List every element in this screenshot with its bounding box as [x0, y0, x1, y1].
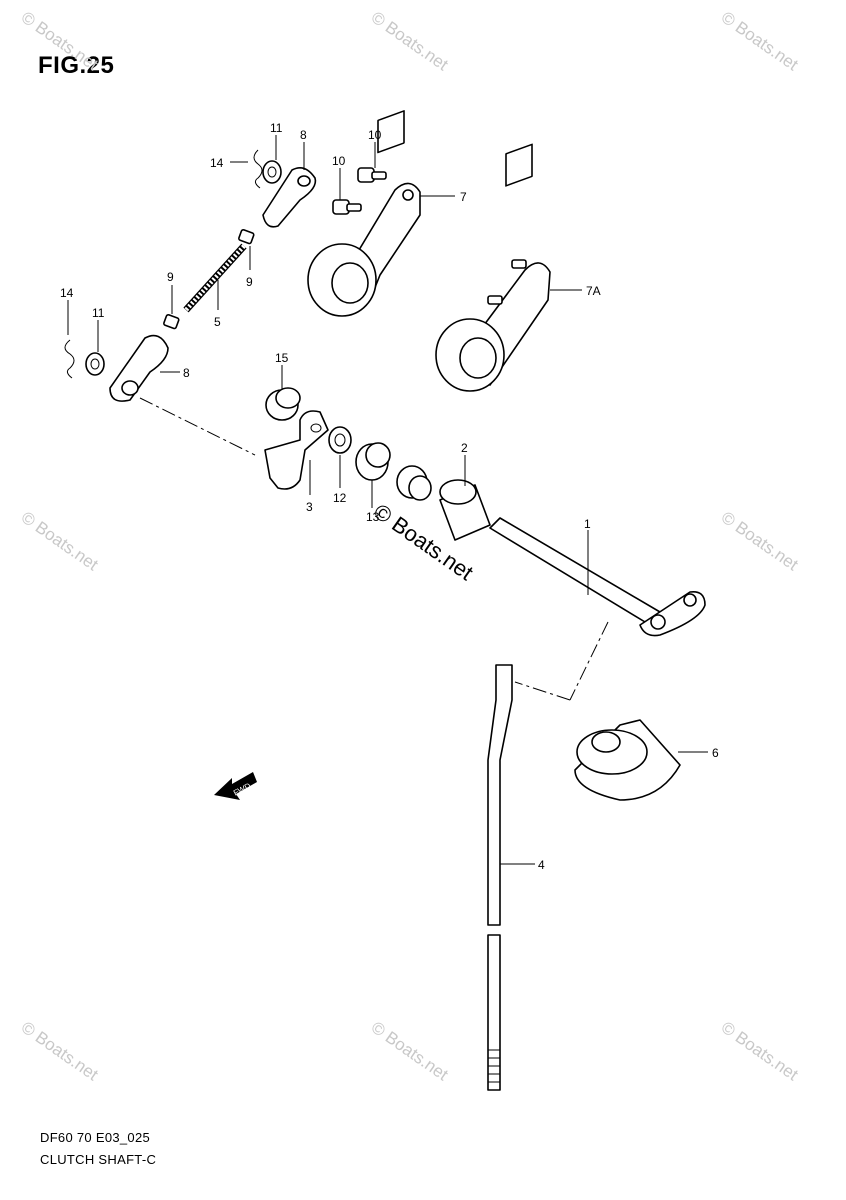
callout: 4: [538, 858, 545, 872]
forward-arrow-icon: FWD: [214, 772, 257, 800]
watermark: © Boats.net: [18, 8, 102, 75]
bracket-3: [264, 410, 329, 490]
callout: 8: [300, 128, 307, 142]
sleeve: [396, 465, 432, 501]
callout: 2: [461, 441, 468, 455]
collar-2: [439, 479, 491, 541]
lever-7: [307, 110, 421, 317]
callout: 10: [332, 154, 346, 168]
nut-9-top: [238, 229, 255, 245]
bushing-15: [265, 387, 301, 421]
bolt-10-b: [332, 199, 362, 215]
watermark: © Boats.net: [718, 508, 802, 575]
callout: 1: [584, 517, 591, 531]
callout: 7A: [586, 284, 601, 298]
clip-14-left: [64, 339, 75, 379]
diagram-name: CLUTCH SHAFT-C: [40, 1152, 157, 1167]
callout: 9: [167, 270, 174, 284]
callout-labels: 11 8 14 10 10 7 7A 9 9 5 14 11 8 15 3 12…: [60, 121, 719, 872]
callout: 11: [270, 121, 283, 135]
callout: 9: [246, 275, 253, 289]
callout: 7: [460, 190, 467, 204]
callout: 12: [333, 491, 347, 505]
watermark: © Boats.net: [368, 8, 452, 75]
shift-rod-4: [487, 664, 513, 1091]
washer-11-left: [85, 352, 105, 376]
callout: 11: [92, 306, 105, 320]
watermark: © Boats.net: [718, 1018, 802, 1085]
watermarks: © Boats.net © Boats.net © Boats.net © Bo…: [18, 8, 802, 1085]
bolt-10-a: [357, 167, 387, 183]
callout: 13: [366, 510, 380, 524]
washer-11-top: [262, 160, 282, 184]
nut-9-left: [163, 314, 180, 330]
diagram-code: DF60 70 E03_025: [40, 1130, 151, 1145]
watermark: © Boats.net: [718, 8, 802, 75]
callout: 10: [368, 128, 382, 142]
callout: 5: [214, 315, 221, 329]
joint-8-left: [109, 334, 169, 402]
callout: 14: [210, 156, 224, 170]
watermark: © Boats.net: [18, 508, 102, 575]
figure-title: FIG.25: [38, 52, 115, 79]
callout: 6: [712, 746, 719, 760]
callout: 15: [275, 351, 289, 365]
bushing-13: [355, 442, 391, 481]
watermark: © Boats.net: [368, 1018, 452, 1085]
grommet-6: [574, 719, 681, 801]
threaded-rod-5: [183, 243, 247, 313]
lever-7A: [435, 143, 551, 392]
clip-14-top: [253, 149, 263, 189]
callout: 14: [60, 286, 74, 300]
callout: 3: [306, 500, 313, 514]
washer-12: [328, 426, 352, 454]
callout: 8: [183, 366, 190, 380]
watermark: © Boats.net: [18, 1018, 102, 1085]
leader-lines: [67, 135, 708, 865]
clutch-shaft-1: [489, 517, 706, 701]
